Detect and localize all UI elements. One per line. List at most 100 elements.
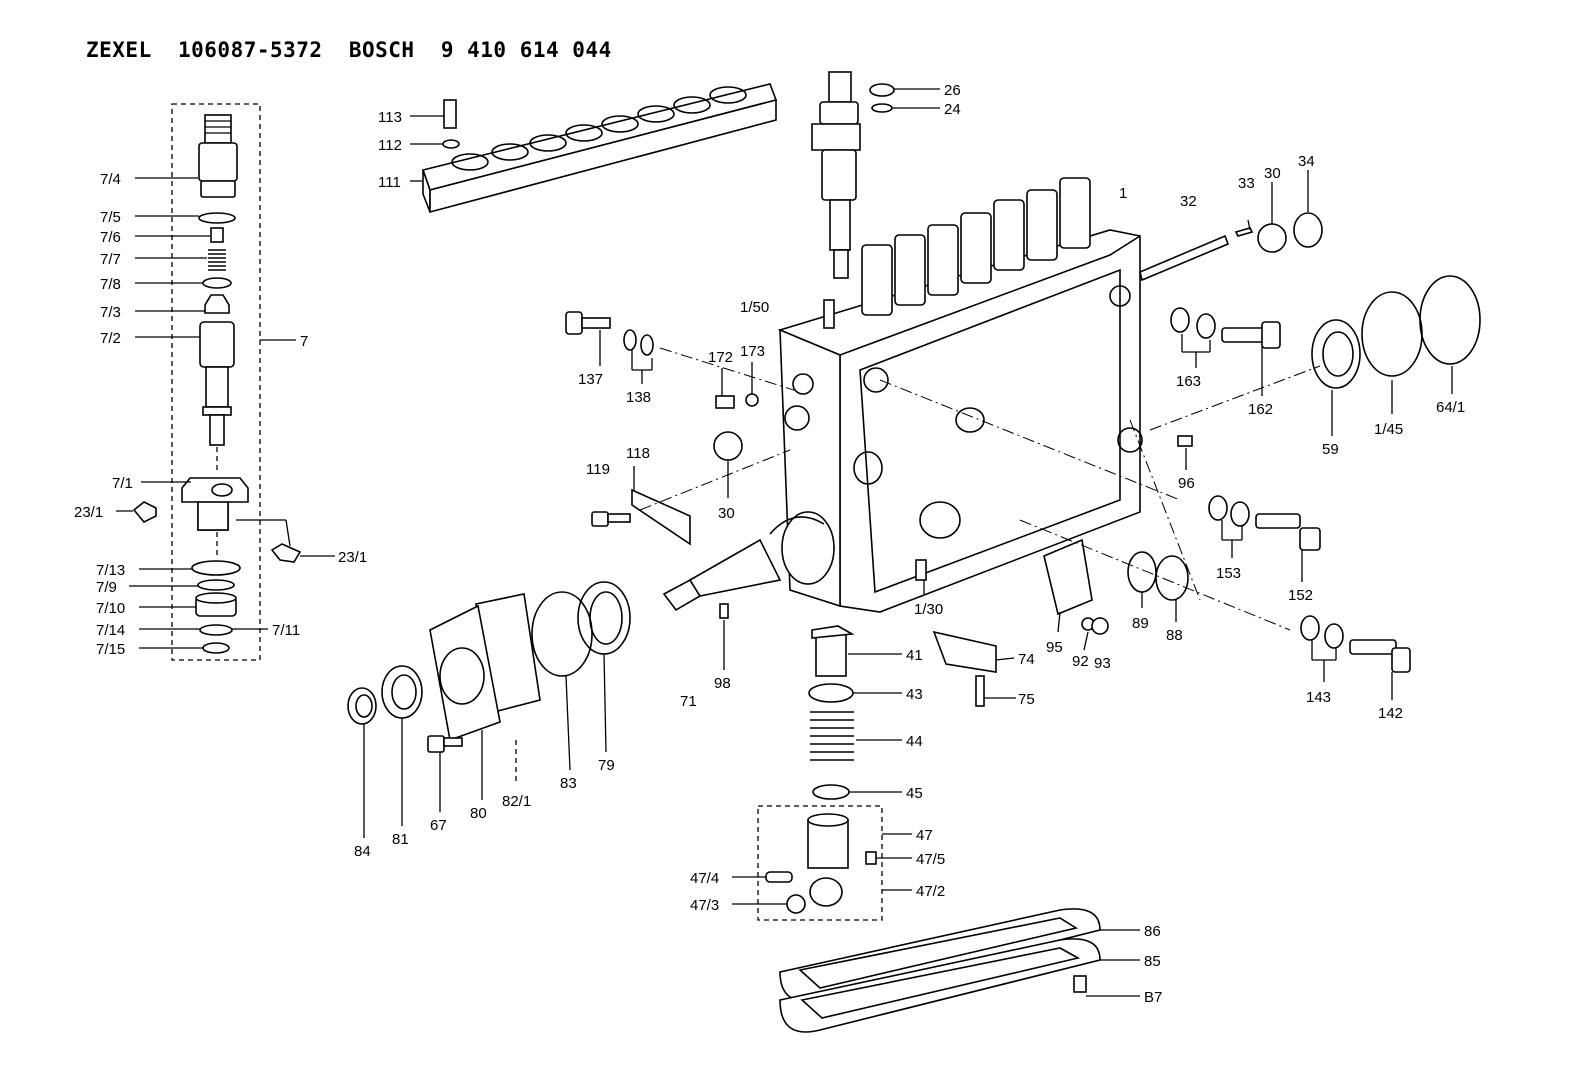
part-89-gasket bbox=[1127, 551, 1157, 593]
part-93-nut bbox=[1091, 617, 1109, 635]
label-98: 98 bbox=[714, 675, 731, 692]
label-26: 26 bbox=[944, 82, 961, 99]
label-43: 43 bbox=[906, 686, 923, 703]
label-172: 172 bbox=[708, 349, 733, 366]
leader-lines bbox=[116, 88, 1453, 997]
label-92: 92 bbox=[1072, 653, 1089, 670]
label-95: 95 bbox=[1046, 639, 1063, 656]
label-30-b: 30 bbox=[718, 505, 735, 522]
assembly-47-boundary bbox=[757, 805, 883, 921]
label-153: 153 bbox=[1216, 565, 1241, 582]
part-163-washer-b bbox=[1196, 313, 1216, 339]
label-93: 93 bbox=[1094, 655, 1111, 672]
label-137: 137 bbox=[578, 371, 603, 388]
part-79-bearing bbox=[577, 581, 631, 655]
part-163-washer-a bbox=[1170, 307, 1190, 333]
page-title: ZEXEL 106087-5372 BOSCH 9 410 614 044 bbox=[86, 38, 612, 62]
part-26-nut bbox=[869, 83, 895, 97]
part-7-1-flange bbox=[181, 477, 249, 531]
housing-plug bbox=[792, 373, 814, 395]
part-23-1-clamp-a bbox=[132, 501, 157, 523]
part-7-13-o-ring bbox=[191, 560, 241, 576]
label-33: 33 bbox=[1238, 175, 1255, 192]
part-111-cover-plate bbox=[421, 83, 778, 214]
label-30-a: 30 bbox=[1264, 165, 1281, 182]
label-79: 79 bbox=[598, 757, 615, 774]
part-33-pin bbox=[1234, 227, 1254, 237]
part-83-o-ring bbox=[531, 591, 593, 677]
label-44: 44 bbox=[906, 733, 923, 750]
label-23-1-b: 23/1 bbox=[338, 549, 367, 566]
part-43-spring-seat bbox=[808, 683, 854, 703]
part-1-pump-housing bbox=[777, 71, 1143, 613]
label-1-50: 1/50 bbox=[740, 299, 769, 316]
part-7-10-nut bbox=[195, 592, 237, 617]
label-89: 89 bbox=[1132, 615, 1149, 632]
part-119-screw bbox=[591, 511, 631, 527]
part-113-screw bbox=[443, 99, 457, 129]
label-96: 96 bbox=[1178, 475, 1195, 492]
label-32: 32 bbox=[1180, 193, 1197, 210]
part-1-30-stud bbox=[915, 559, 927, 581]
part-142-banjo-bolt bbox=[1349, 639, 1411, 673]
part-96-screw bbox=[1177, 435, 1193, 447]
label-7-3: 7/3 bbox=[100, 304, 121, 321]
part-112-washer bbox=[442, 139, 460, 149]
part-47-4-pin bbox=[765, 871, 793, 883]
part-24-washer bbox=[871, 103, 893, 113]
part-7-5-gasket bbox=[198, 212, 236, 224]
part-7-3-valve bbox=[204, 294, 230, 314]
part-87-screw bbox=[1073, 975, 1087, 993]
part-153-washer-a bbox=[1208, 495, 1228, 521]
part-7-6-stopper bbox=[210, 227, 224, 243]
part-47-3-bushing bbox=[786, 894, 806, 914]
part-162-banjo-bolt bbox=[1221, 321, 1281, 349]
part-30-guide-b bbox=[713, 431, 743, 461]
label-163: 163 bbox=[1176, 373, 1201, 390]
delivery-valve-holder-removed bbox=[811, 71, 861, 279]
part-88-plug bbox=[1155, 555, 1189, 601]
label-1: 1 bbox=[1119, 185, 1127, 202]
label-82-1: 82/1 bbox=[502, 793, 531, 810]
label-118: 118 bbox=[626, 445, 650, 462]
label-74: 74 bbox=[1018, 651, 1035, 668]
part-173-washer bbox=[745, 393, 759, 407]
label-138: 138 bbox=[626, 389, 651, 406]
part-143-washer-b bbox=[1324, 623, 1344, 649]
label-75: 75 bbox=[1018, 691, 1035, 708]
label-142: 142 bbox=[1378, 705, 1403, 722]
part-32-control-rack bbox=[1139, 234, 1230, 282]
label-7-6: 7/6 bbox=[100, 229, 121, 246]
label-7-14: 7/14 bbox=[96, 622, 125, 639]
label-83: 83 bbox=[560, 775, 577, 792]
part-95-cover bbox=[1043, 538, 1093, 616]
label-7-13: 7/13 bbox=[96, 562, 125, 579]
label-85: 85 bbox=[1144, 953, 1161, 970]
part-64-1-seal bbox=[1419, 275, 1481, 365]
part-80-bearing-cover bbox=[429, 604, 501, 742]
part-137-bolt bbox=[565, 311, 611, 335]
part-34-cap bbox=[1293, 212, 1323, 248]
label-87: B7 bbox=[1144, 989, 1162, 1006]
part-7-2-valve-seat bbox=[199, 321, 235, 446]
label-41: 41 bbox=[906, 647, 923, 664]
part-7-4-valve-holder bbox=[198, 114, 238, 198]
label-7-15: 7/15 bbox=[96, 641, 125, 658]
part-81-oil-seal bbox=[381, 665, 423, 719]
label-47-3: 47/3 bbox=[690, 897, 719, 914]
label-113: 113 bbox=[378, 109, 402, 126]
part-152-banjo-bolt bbox=[1255, 513, 1321, 551]
callout-labels: 7/4 7/5 7/6 7/7 7/8 7/3 7/2 7 7/1 23/1 2… bbox=[74, 82, 1465, 1006]
label-7-1: 7/1 bbox=[112, 475, 133, 492]
label-1-45: 1/45 bbox=[1374, 421, 1403, 438]
delivery-valve-assembly bbox=[132, 103, 302, 661]
label-7-2: 7/2 bbox=[100, 330, 121, 347]
label-162: 162 bbox=[1248, 401, 1273, 418]
part-143-washer-a bbox=[1300, 615, 1320, 641]
label-34: 34 bbox=[1298, 153, 1315, 170]
label-7: 7 bbox=[300, 333, 308, 350]
label-1-30: 1/30 bbox=[914, 601, 943, 618]
part-47-5-bushing bbox=[865, 851, 877, 865]
part-138-washer-b bbox=[640, 334, 654, 356]
label-7-9: 7/9 bbox=[96, 579, 117, 596]
